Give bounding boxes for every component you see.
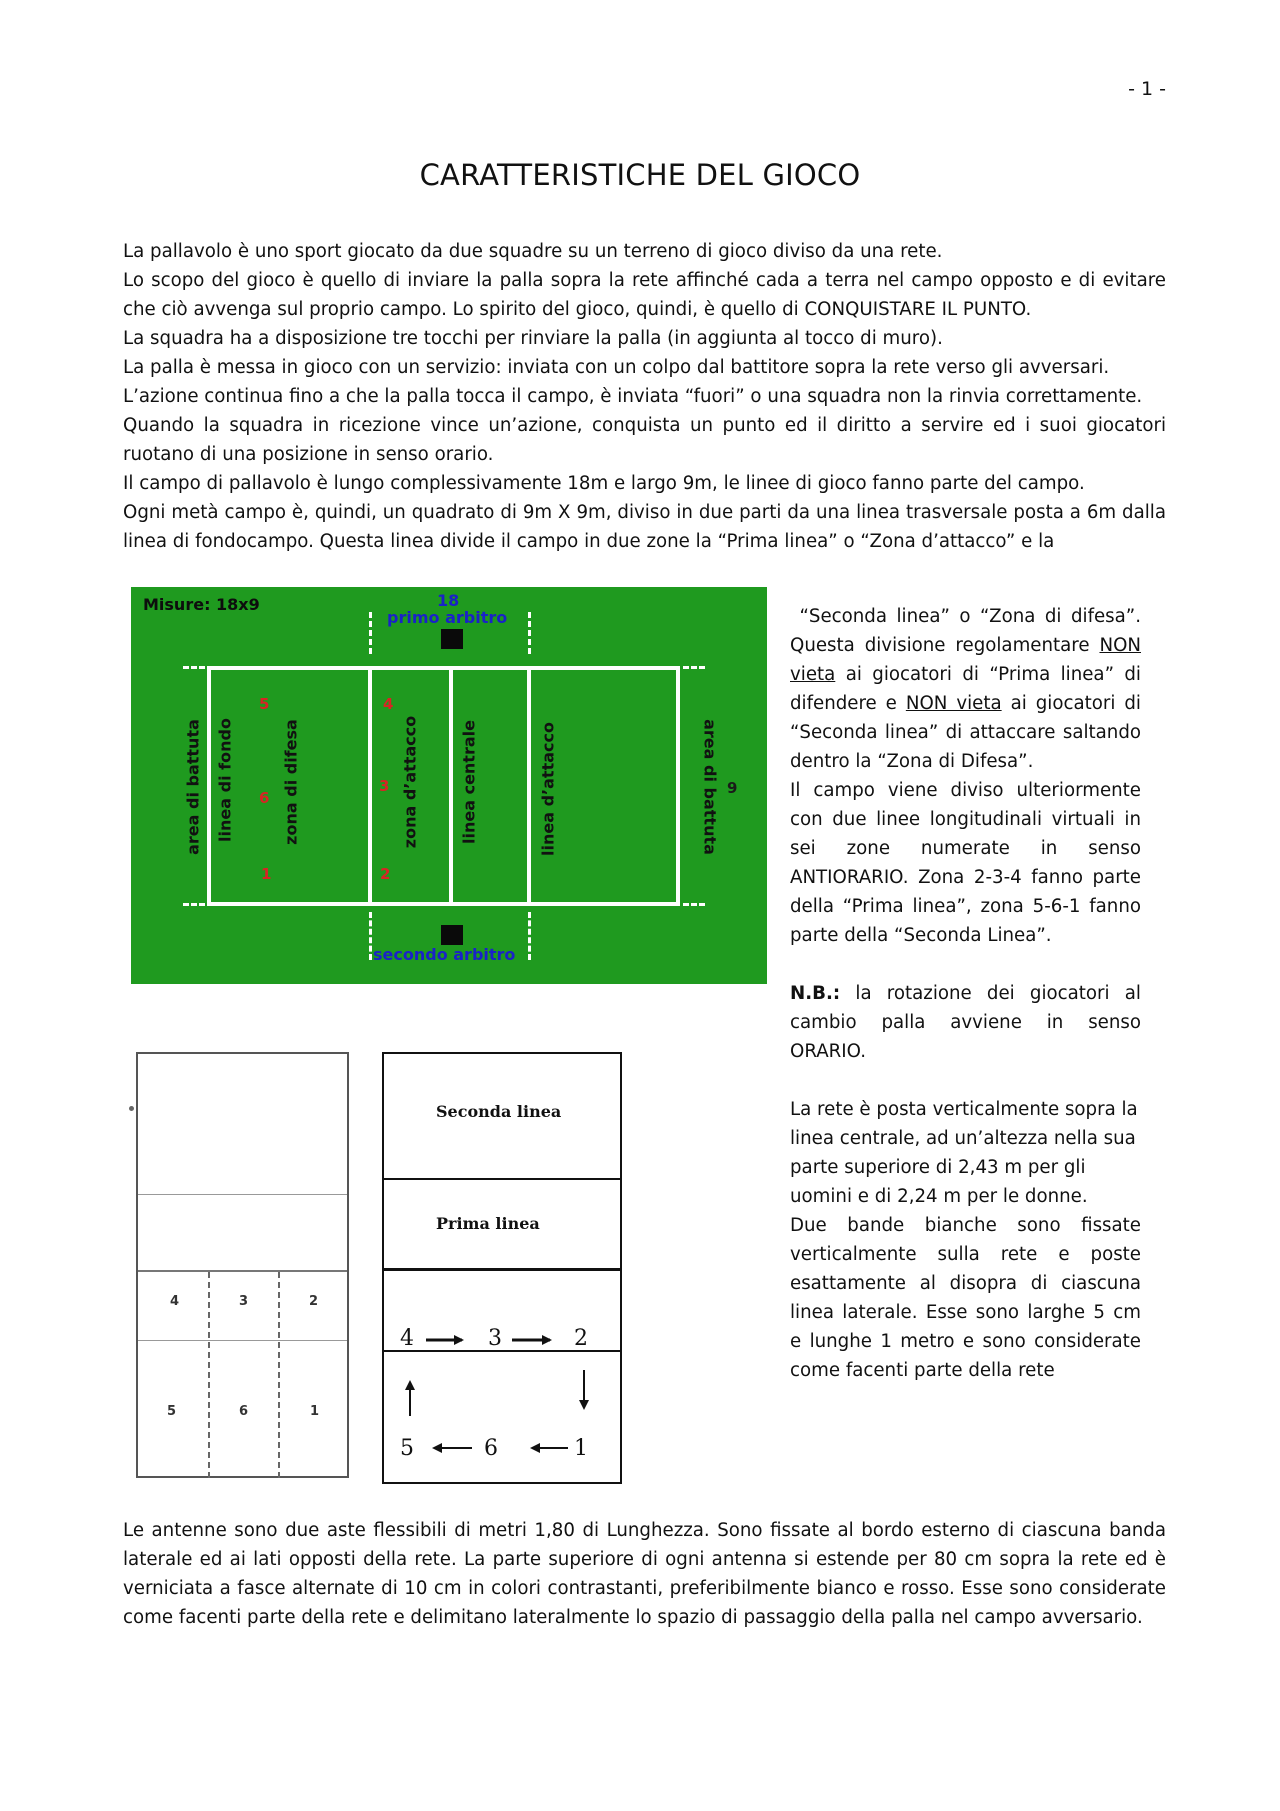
zone-number: 4 [170, 1294, 180, 1309]
paragraph: Le antenne sono due aste flessibili di m… [123, 1520, 1166, 1628]
attack-line-right [527, 666, 531, 906]
paragraph: Quando la squadra in ricezione vince un’… [123, 415, 1166, 465]
court-line [138, 1340, 347, 1341]
zone-number: 1 [261, 865, 272, 883]
rotation-number: 2 [574, 1326, 588, 1351]
page-number: - 1 - [1128, 78, 1166, 100]
zone-number: 3 [239, 1294, 249, 1309]
attack-zone-label: zona d’attacco [400, 715, 420, 849]
zone-number: 2 [380, 865, 391, 883]
rotation-number: 6 [484, 1436, 498, 1461]
attack-line-left [368, 666, 372, 906]
serve-dash [183, 666, 205, 669]
second-referee-marker [441, 925, 463, 945]
antenne-text: Le antenne sono due aste flessibili di m… [123, 1516, 1166, 1632]
paragraph: La pallavolo è uno sport giocato da due … [123, 241, 943, 262]
first-referee-label: primo arbitro [387, 608, 508, 627]
zone-number: 1 [310, 1404, 320, 1419]
first-line-label: Prima linea [436, 1214, 540, 1233]
post-dash [528, 912, 531, 960]
paragraph: Il campo di pallavolo è lungo complessiv… [123, 473, 1085, 494]
zone-divider [208, 1272, 210, 1478]
rotation-number: 4 [400, 1326, 414, 1351]
court-measure: Misure: 18x9 [143, 595, 260, 614]
serve-area-left-label: area di battuta [183, 719, 203, 855]
paragraph: La rete è posta verticalmente sopra la l… [790, 1099, 1138, 1207]
attack-line-label: linea d’attacco [538, 722, 558, 856]
paragraph: “Seconda linea” o “Zona di difesa”. Ques… [790, 606, 1141, 772]
rotation-arrows [405, 1335, 589, 1453]
rotation-number: 5 [400, 1436, 414, 1461]
divider [384, 1178, 620, 1180]
zone-number: 2 [309, 1294, 319, 1309]
post-dash [528, 612, 531, 654]
rotation-number: 1 [574, 1436, 588, 1461]
court-length-label: 18 [437, 591, 460, 610]
paragraph: Ogni metà campo è, quindi, un quadrato d… [123, 502, 1166, 552]
serve-area-right-label: area di battuta [700, 719, 720, 855]
zone-number: 5 [167, 1404, 177, 1419]
second-line-label: Seconda linea [436, 1102, 562, 1121]
nb-paragraph: N.B.: la rotazione dei giocatori al camb… [790, 983, 1141, 1062]
zone-number: 6 [259, 789, 270, 807]
center-line [449, 666, 453, 906]
serve-dash [183, 903, 205, 906]
rotation-diagram: Seconda linea Prima linea 4 3 2 5 6 1 [382, 1052, 622, 1484]
second-referee-label: secondo arbitro [373, 945, 516, 964]
court-boundary [207, 666, 680, 906]
first-referee-marker [441, 629, 463, 649]
center-line-label: linea centrale [459, 720, 479, 844]
paragraph: La palla è messa in gioco con un servizi… [123, 357, 1110, 378]
post-dash [369, 912, 372, 960]
serve-dash [683, 903, 705, 906]
paragraph: Il campo viene diviso ulteriormente con … [790, 780, 1141, 946]
net-line [138, 1270, 347, 1272]
page-title: CARATTERISTICHE DEL GIOCO [419, 158, 861, 192]
paragraph: La squadra ha a disposizione tre tocchi … [123, 328, 943, 349]
court-line [138, 1194, 347, 1195]
paragraph: Lo scopo del gioco è quello di inviare l… [123, 270, 1166, 320]
zone-number: 6 [239, 1404, 249, 1419]
intro-text: La pallavolo è uno sport giocato da due … [123, 237, 1166, 556]
zone-divider [278, 1272, 280, 1478]
serve-dash [683, 666, 705, 669]
divider [384, 1350, 620, 1352]
end-line-label: linea di fondo [215, 718, 235, 842]
paragraph: L’azione continua fino a che la palla to… [123, 386, 1143, 407]
zones-court-diagram: 4 3 2 5 6 1 [136, 1052, 349, 1478]
court-diagram: Misure: 18x9 18 primo arbitro area di ba… [131, 587, 767, 984]
zone-number: 4 [383, 695, 394, 713]
paragraph: Due bande bianche sono fissate verticalm… [790, 1215, 1141, 1381]
right-column-text: “Seconda linea” o “Zona di difesa”. Ques… [790, 602, 1141, 1385]
dot-mark [129, 1106, 134, 1111]
net-divider [384, 1268, 620, 1271]
zone-number: 3 [379, 777, 390, 795]
rotation-number: 3 [488, 1326, 502, 1351]
post-dash [369, 612, 372, 654]
court-width-label: 9 [727, 779, 738, 797]
zone-number: 5 [259, 695, 270, 713]
defense-zone-label: zona di difesa [281, 719, 301, 845]
